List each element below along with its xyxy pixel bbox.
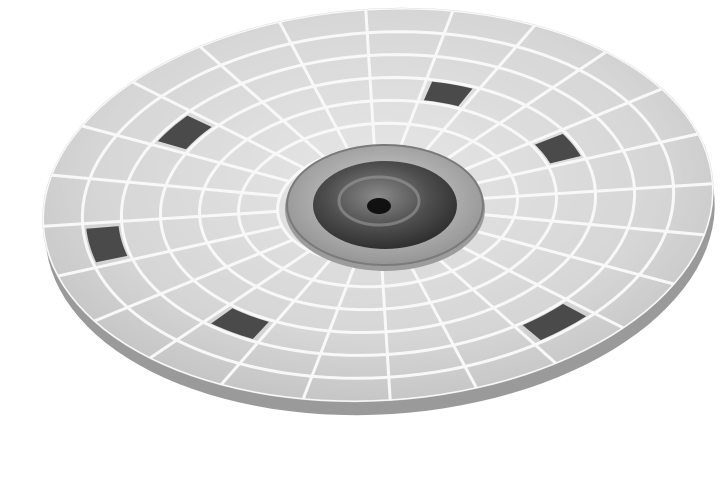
spindle-hole	[367, 198, 391, 214]
center-hub	[285, 145, 485, 271]
